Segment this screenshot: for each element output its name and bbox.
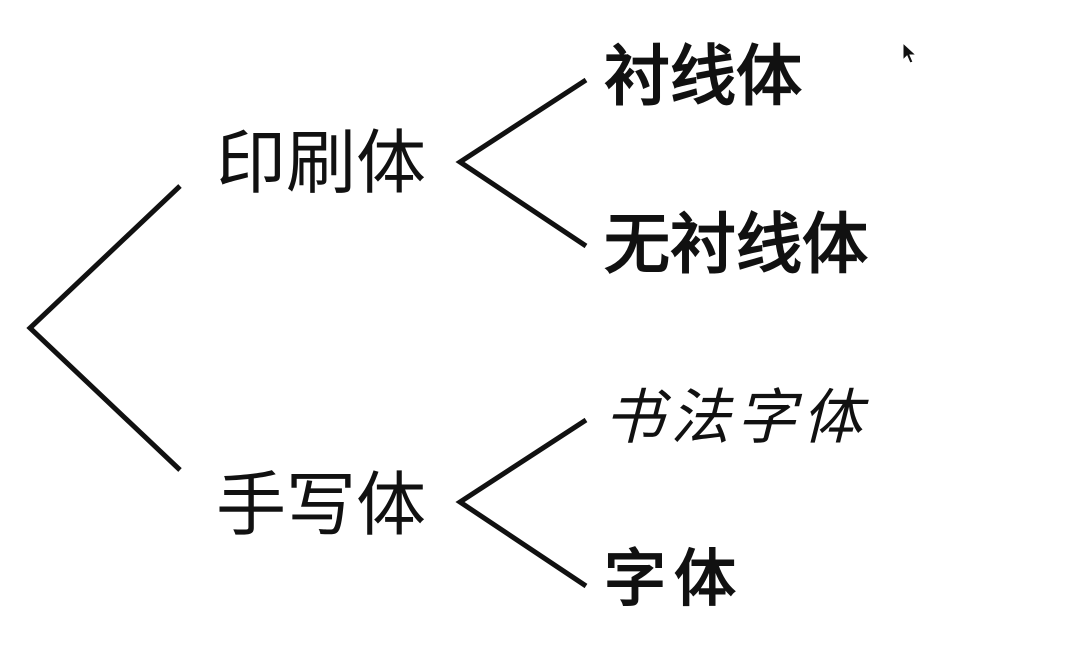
node-calligraphy: 书法字体 — [604, 383, 868, 453]
handwritten-bracket — [455, 417, 588, 589]
root-bracket — [26, 184, 182, 472]
print-bracket — [455, 77, 588, 249]
node-print: 印刷体 — [216, 122, 426, 204]
mouse-pointer-icon — [902, 42, 918, 64]
node-sans-serif: 无衬线体 — [604, 206, 868, 283]
node-script-font: 字体 — [604, 542, 745, 615]
node-serif: 衬线体 — [604, 38, 802, 115]
node-handwritten: 手写体 — [216, 464, 426, 546]
